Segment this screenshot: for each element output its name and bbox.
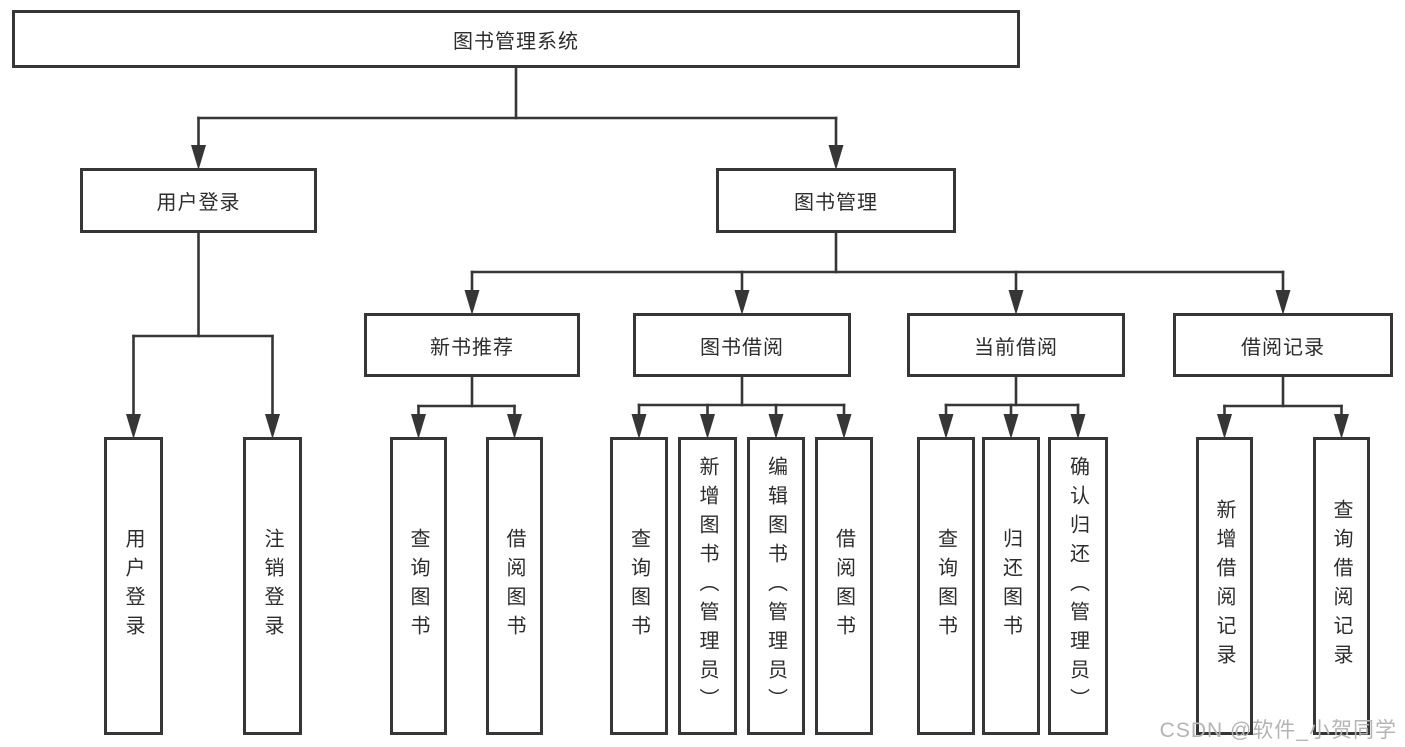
node-label-leaf-logout: 注销登录 (261, 528, 283, 644)
node-leaf-query-books-2: 查询图书 (610, 437, 668, 735)
node-leaf-edit-books: 编辑图书（管理员） (747, 437, 805, 735)
arrowhead-icon (265, 414, 280, 439)
node-book-management: 图书管理 (716, 168, 956, 233)
node-label-leaf-query-books-1: 查询图书 (407, 528, 429, 644)
arrowhead-icon (464, 290, 480, 315)
node-label-borrow-records: 借阅记录 (1241, 336, 1325, 359)
node-borrow-records: 借阅记录 (1173, 313, 1393, 377)
arrowhead-icon (734, 290, 750, 315)
node-root: 图书管理系统 (12, 10, 1020, 68)
node-label-user-login: 用户登录 (156, 192, 241, 214)
arrowhead-icon (938, 414, 954, 439)
node-current-borrowing: 当前借阅 (907, 313, 1125, 377)
node-leaf-query-borrow-record: 查询借阅记录 (1313, 437, 1370, 735)
node-leaf-logout: 注销登录 (243, 437, 302, 735)
arrowhead-icon (828, 145, 844, 170)
arrowhead-icon (768, 414, 784, 439)
node-label-root: 图书管理系统 (453, 30, 579, 53)
arrowhead-icon (1334, 414, 1349, 439)
arrowhead-icon (1003, 414, 1019, 439)
arrowhead-icon (126, 414, 141, 439)
node-label-leaf-edit-books: 编辑图书（管理员） (764, 455, 787, 717)
node-label-leaf-return-books: 归还图书 (999, 528, 1022, 644)
node-label-leaf-borrow-books-2: 借阅图书 (832, 528, 855, 644)
arrowhead-icon (1008, 290, 1024, 315)
node-user-login: 用户登录 (80, 168, 317, 233)
node-leaf-add-books: 新增图书（管理员） (678, 437, 737, 735)
node-book-borrowing: 图书借阅 (633, 313, 851, 377)
node-leaf-borrow-books-1: 借阅图书 (486, 437, 543, 735)
node-label-new-book-recommend: 新书推荐 (430, 336, 514, 359)
node-leaf-add-borrow-record: 新增借阅记录 (1196, 437, 1253, 735)
arrowhead-icon (631, 414, 647, 439)
node-new-book-recommend: 新书推荐 (364, 313, 580, 377)
node-label-current-borrowing: 当前借阅 (974, 336, 1058, 359)
node-label-leaf-confirm-return: 确认归还（管理员） (1066, 455, 1089, 717)
arrowhead-icon (507, 414, 522, 439)
node-label-book-borrowing: 图书借阅 (700, 336, 784, 359)
node-leaf-query-books-3: 查询图书 (917, 437, 975, 735)
arrowhead-icon (1217, 414, 1232, 439)
node-label-leaf-add-borrow-record: 新增借阅记录 (1213, 499, 1235, 673)
arrowhead-icon (1275, 290, 1291, 315)
node-label-leaf-user-login: 用户登录 (122, 528, 144, 644)
node-leaf-query-books-1: 查询图书 (390, 437, 447, 735)
node-leaf-borrow-books-2: 借阅图书 (815, 437, 873, 735)
arrowhead-icon (836, 414, 852, 439)
arrowhead-icon (1070, 414, 1086, 439)
node-leaf-confirm-return: 确认归还（管理员） (1048, 437, 1108, 735)
node-leaf-user-login: 用户登录 (104, 437, 163, 735)
node-label-leaf-add-books: 新增图书（管理员） (696, 455, 718, 717)
node-label-leaf-query-borrow-record: 查询借阅记录 (1330, 499, 1352, 673)
arrowhead-icon (700, 414, 715, 439)
node-label-leaf-query-books-3: 查询图书 (934, 528, 957, 644)
node-label-leaf-query-books-2: 查询图书 (627, 528, 650, 644)
arrowhead-icon (411, 414, 426, 439)
node-label-book-management: 图书管理 (794, 192, 878, 214)
node-leaf-return-books: 归还图书 (982, 437, 1040, 735)
node-label-leaf-borrow-books-1: 借阅图书 (503, 528, 525, 644)
arrowhead-icon (191, 145, 206, 170)
